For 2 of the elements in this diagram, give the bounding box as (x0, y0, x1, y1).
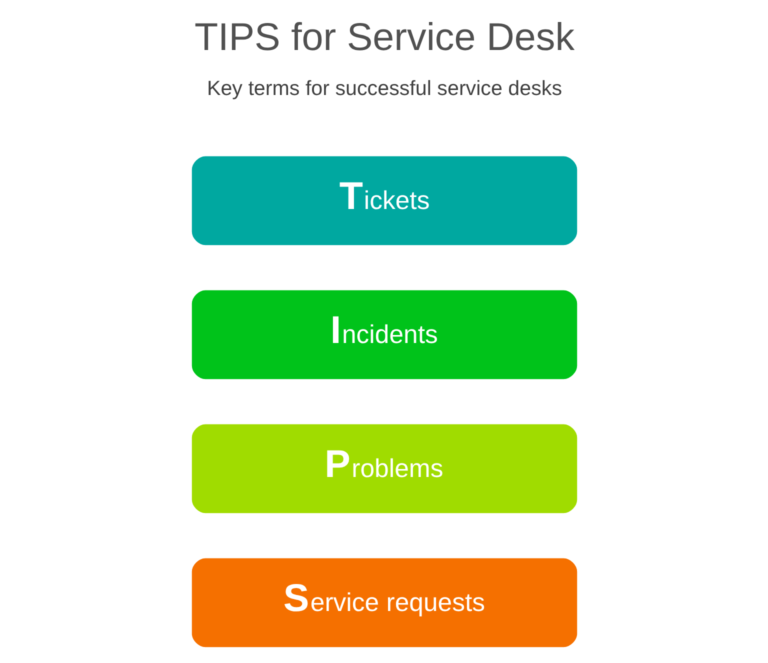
diagram-title: TIPS for Service Desk (194, 16, 574, 59)
label: Key terms for successful service desks (206, 76, 562, 100)
